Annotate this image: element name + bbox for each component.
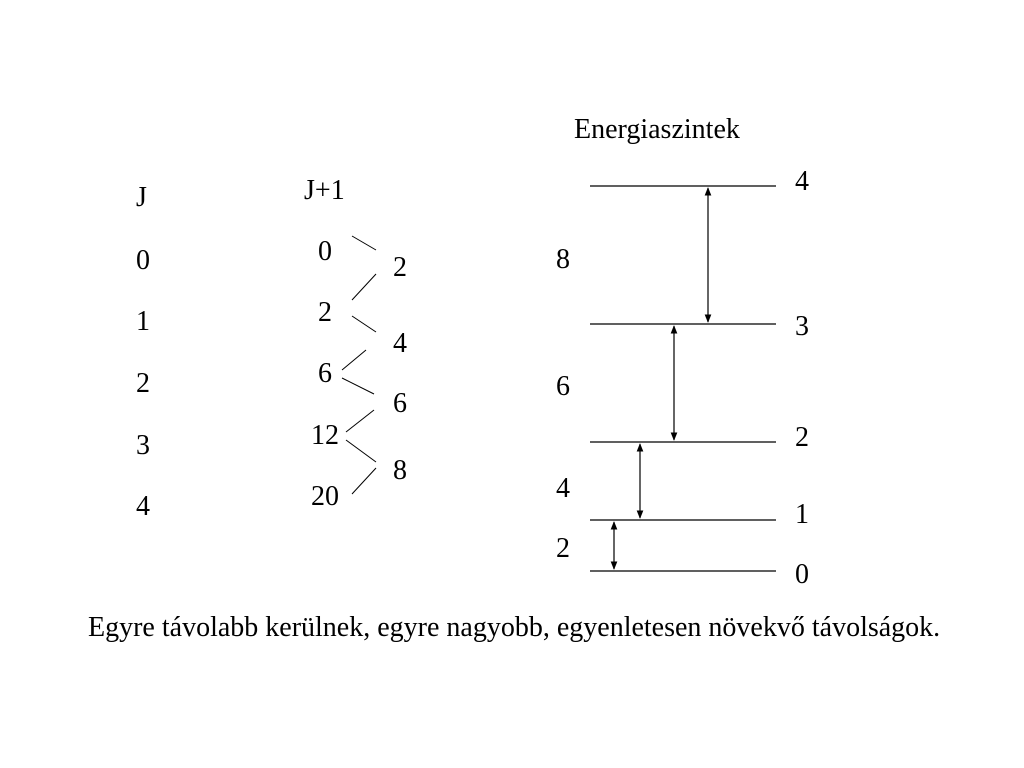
connector-line (351, 235, 377, 251)
connector-line (341, 377, 375, 395)
connector-line (341, 349, 367, 371)
jj-difference: 2 (393, 252, 407, 283)
diagram-title: Energiaszintek (574, 114, 740, 145)
gap-label: 8 (556, 244, 570, 275)
jj-header: J+1 (304, 175, 345, 206)
connector-line (351, 273, 377, 301)
connector-line (351, 315, 377, 333)
jj-product: 0 (318, 236, 332, 267)
level-label: 0 (795, 559, 809, 590)
difference-connectors (341, 235, 377, 495)
jj-product: 12 (311, 420, 339, 451)
level-label: 3 (795, 311, 809, 342)
level-label: 1 (795, 499, 809, 530)
j-value: 2 (136, 368, 150, 399)
connector-line (351, 467, 377, 495)
caption-text: Egyre távolabb kerülnek, egyre nagyobb, … (88, 612, 941, 643)
jj-product: 20 (311, 481, 339, 512)
level-label: 4 (795, 166, 809, 197)
transition-arrows (610, 187, 712, 570)
j-value: 0 (136, 245, 150, 276)
j-header: J (136, 182, 147, 213)
gap-label: 4 (556, 473, 570, 504)
gap-label: 2 (556, 533, 570, 564)
jj-difference: 6 (393, 388, 407, 419)
jj-product: 2 (318, 297, 332, 328)
energy-levels (590, 185, 776, 572)
jj-difference: 8 (393, 455, 407, 486)
connector-line (345, 409, 375, 433)
gap-label: 6 (556, 371, 570, 402)
level-label: 2 (795, 422, 809, 453)
jj-product: 6 (318, 358, 332, 389)
connector-line (345, 439, 377, 463)
j-value: 1 (136, 306, 150, 337)
j-value: 3 (136, 430, 150, 461)
jj-difference: 4 (393, 328, 407, 359)
j-value: 4 (136, 491, 150, 522)
